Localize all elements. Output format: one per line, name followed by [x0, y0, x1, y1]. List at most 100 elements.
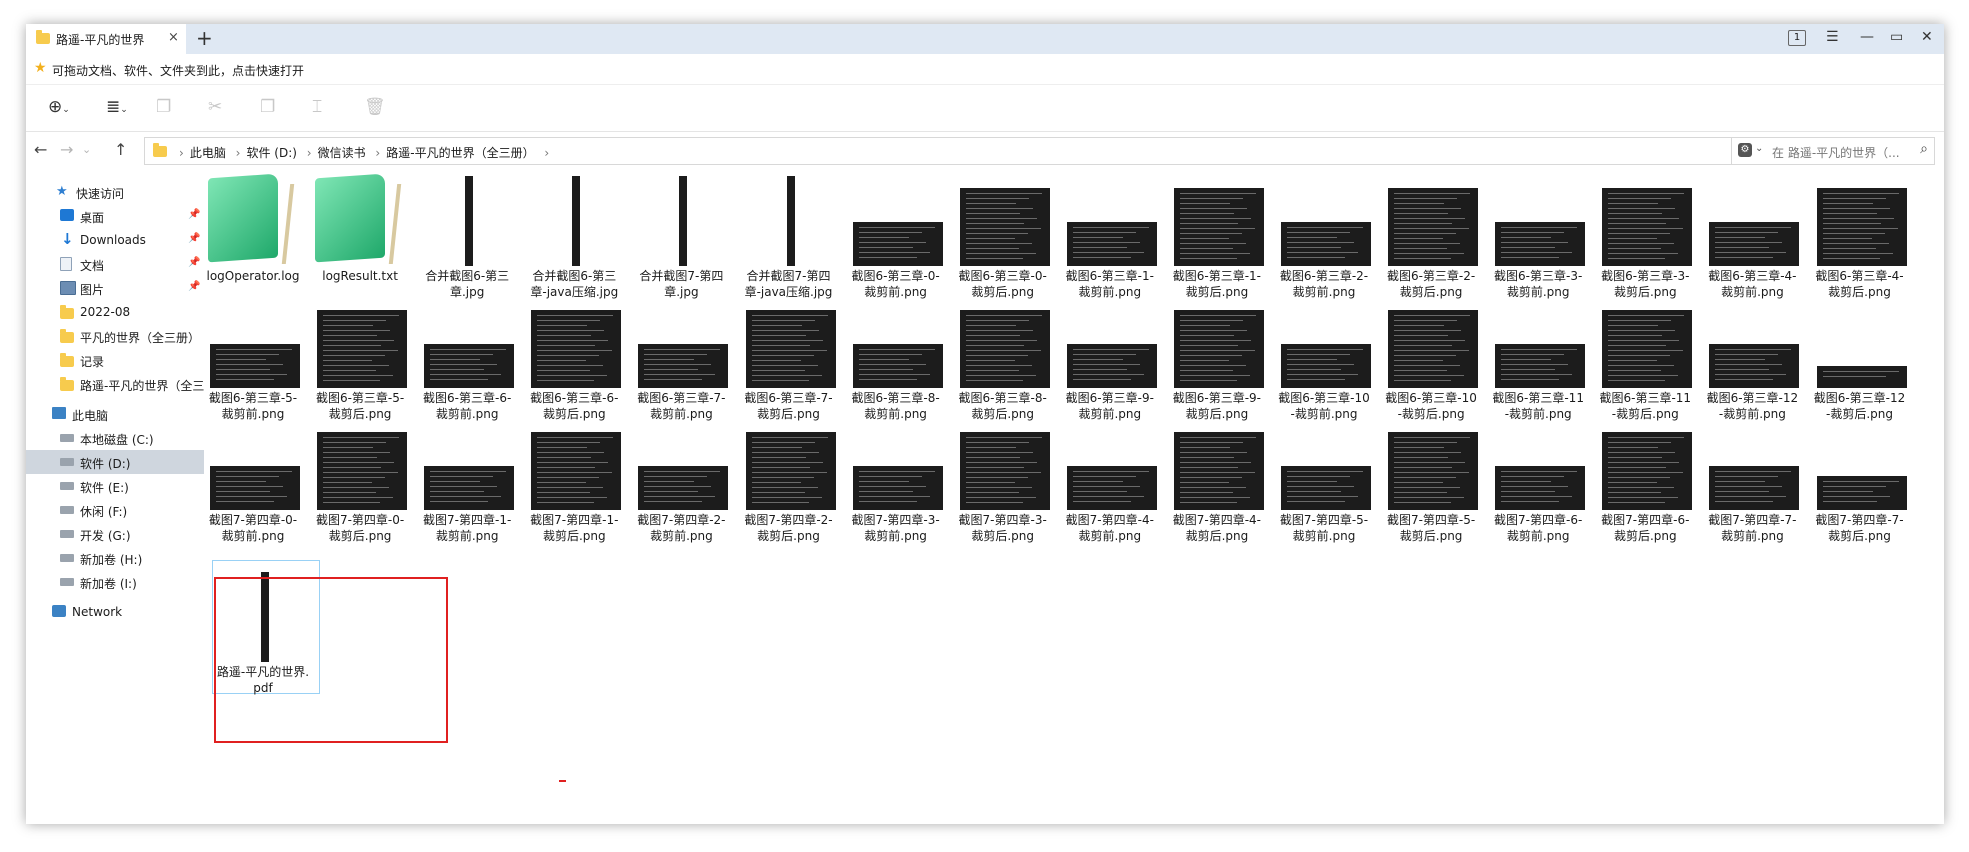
file-item[interactable]: 合并截图7-第四章.jpg	[634, 170, 728, 299]
up-arrow-icon[interactable]: ↑	[114, 140, 128, 159]
file-item[interactable]: 截图7-第四章-1-裁剪前.png	[420, 414, 515, 543]
file-item[interactable]: 截图6-第三章-9-裁剪后.png	[1170, 292, 1264, 421]
file-item[interactable]: 截图7-第四章-4-裁剪后.png	[1170, 414, 1264, 543]
delete-icon[interactable]: 🗑	[364, 97, 386, 117]
thumbnail-text-line	[965, 325, 1016, 326]
tab-current-folder[interactable]: 路遥-平凡的世界 ×	[26, 24, 186, 54]
file-item[interactable]: 截图6-第三章-7-裁剪后.png	[742, 292, 836, 421]
file-item[interactable]: 截图7-第四章-1-裁剪后.png	[527, 414, 622, 543]
file-item[interactable]: 截图6-第三章-0-裁剪后.png	[956, 170, 1050, 299]
file-item[interactable]: 截图7-第四章-4-裁剪前.png	[1063, 414, 1157, 543]
file-item[interactable]: 截图6-第三章-11-裁剪前.png	[1491, 292, 1586, 421]
file-item[interactable]: logOperator.log	[206, 170, 300, 294]
back-arrow-icon[interactable]: ←	[34, 140, 48, 159]
file-item[interactable]: 截图6-第三章-12-裁剪后.png	[1813, 292, 1907, 421]
sidebar-item[interactable]: 此电脑	[26, 402, 204, 426]
file-item[interactable]: 合并截图7-第四章-java压缩.jpg	[742, 170, 836, 299]
sidebar-item[interactable]: 开发 (G:)	[26, 522, 204, 546]
file-item[interactable]: 截图7-第四章-0-裁剪前.png	[206, 414, 300, 543]
sidebar-item[interactable]: 休闲 (F:)	[26, 498, 204, 522]
file-item[interactable]: 截图6-第三章-1-裁剪前.png	[1063, 170, 1157, 299]
search-icon[interactable]: ⌕	[1920, 141, 1928, 157]
screenshot-thumbnail	[1709, 466, 1800, 510]
sidebar-item[interactable]: 路遥-平凡的世界（全三	[26, 372, 204, 396]
sidebar-item[interactable]: 软件 (D:)	[26, 450, 204, 474]
close-tab-icon[interactable]: ×	[168, 30, 179, 45]
breadcrumb-drive[interactable]: 软件 (D:)	[246, 146, 297, 160]
sidebar-item[interactable]: 文档📌	[26, 252, 204, 276]
file-item[interactable]: 截图6-第三章-6-裁剪前.png	[420, 292, 515, 421]
file-item[interactable]: 截图6-第三章-2-裁剪后.png	[1384, 170, 1479, 299]
breadcrumb-current[interactable]: 路遥-平凡的世界（全三册）	[386, 146, 535, 160]
sidebar-item[interactable]: 图片📌	[26, 276, 204, 300]
breadcrumb-pc[interactable]: 此电脑	[189, 146, 226, 160]
search-scope-icon[interactable]: ⚙	[1738, 143, 1752, 157]
file-item[interactable]: 截图7-第四章-3-裁剪后.png	[956, 414, 1050, 543]
file-item[interactable]: 截图6-第三章-8-裁剪前.png	[849, 292, 943, 421]
file-item[interactable]: 截图7-第四章-2-裁剪前.png	[634, 414, 729, 543]
rename-icon[interactable]: ⌶	[312, 97, 323, 117]
file-item[interactable]: 截图7-第四章-7-裁剪前.png	[1705, 414, 1800, 543]
sidebar-item[interactable]: 2022-08	[26, 300, 204, 324]
menu-icon[interactable]: ☰	[1826, 29, 1839, 45]
new-tab-button[interactable]: +	[196, 26, 213, 50]
sidebar-item[interactable]: 新加卷 (H:)	[26, 546, 204, 570]
file-item[interactable]: 截图7-第四章-2-裁剪后.png	[742, 414, 836, 543]
file-item[interactable]: 截图6-第三章-8-裁剪后.png	[956, 292, 1050, 421]
file-item[interactable]: 截图6-第三章-7-裁剪前.png	[634, 292, 729, 421]
file-item[interactable]: 截图6-第三章-3-裁剪后.png	[1598, 170, 1693, 299]
paste-icon[interactable]: ❐	[260, 97, 276, 117]
sidebar-item[interactable]: 新加卷 (I:)	[26, 570, 204, 594]
new-icon[interactable]: ⊕⌄	[48, 97, 70, 117]
file-item[interactable]: 截图6-第三章-4-裁剪前.png	[1705, 170, 1800, 299]
file-item[interactable]: 截图6-第三章-0-裁剪前.png	[849, 170, 943, 299]
sidebar-item[interactable]: 记录	[26, 348, 204, 372]
close-window-button[interactable]: ✕	[1921, 29, 1933, 45]
file-item[interactable]: 截图6-第三章-2-裁剪前.png	[1277, 170, 1371, 299]
file-item[interactable]: 截图6-第三章-10-裁剪前.png	[1277, 292, 1371, 421]
sidebar-item[interactable]: 桌面📌	[26, 204, 204, 228]
file-item[interactable]: 路遥-平凡的世界.pdf	[212, 560, 320, 695]
file-item[interactable]: 截图7-第四章-5-裁剪后.png	[1384, 414, 1479, 543]
file-item[interactable]: 截图6-第三章-5-裁剪前.png	[206, 292, 300, 421]
file-item[interactable]: 截图7-第四章-6-裁剪前.png	[1491, 414, 1586, 543]
file-item[interactable]: 截图7-第四章-5-裁剪前.png	[1277, 414, 1371, 543]
address-bar[interactable]: ›此电脑 ›软件 (D:) ›微信读书 ›路遥-平凡的世界（全三册） › ⌄ ↻	[144, 137, 1778, 165]
file-item[interactable]: 截图7-第四章-7-裁剪后.png	[1813, 414, 1907, 543]
file-item[interactable]: 截图6-第三章-11-裁剪后.png	[1598, 292, 1693, 421]
file-item[interactable]: 合并截图6-第三章.jpg	[420, 170, 514, 299]
view-icon[interactable]: ≣⌄	[106, 97, 128, 117]
sidebar-item[interactable]: Network	[26, 600, 204, 624]
file-item[interactable]: 截图7-第四章-6-裁剪后.png	[1598, 414, 1693, 543]
thumbnail-text-line	[537, 350, 613, 351]
search-box[interactable]: ⚙ ⌄ 在 路遥-平凡的世界（... ⌕	[1731, 137, 1935, 165]
file-item[interactable]: 截图6-第三章-5-裁剪后.png	[313, 292, 408, 421]
tab-count-badge[interactable]: 1	[1788, 30, 1806, 46]
file-item[interactable]: 合并截图6-第三章-java压缩.jpg	[527, 170, 621, 299]
chevron-down-icon[interactable]: ⌄	[1755, 143, 1764, 154]
file-item[interactable]: 截图6-第三章-9-裁剪前.png	[1063, 292, 1157, 421]
file-item[interactable]: 截图7-第四章-3-裁剪前.png	[849, 414, 943, 543]
minimize-button[interactable]: —	[1860, 29, 1874, 45]
sidebar-item[interactable]: ↓Downloads📌	[26, 228, 204, 252]
file-item[interactable]: 截图7-第四章-0-裁剪后.png	[313, 414, 408, 543]
file-item[interactable]: 截图6-第三章-6-裁剪后.png	[527, 292, 622, 421]
file-item[interactable]: 截图6-第三章-1-裁剪后.png	[1170, 170, 1264, 299]
sidebar-item[interactable]: 本地磁盘 (C:)	[26, 426, 204, 450]
cut-icon[interactable]: ✂	[208, 97, 223, 117]
file-item[interactable]: 截图6-第三章-4-裁剪后.png	[1813, 170, 1907, 299]
sidebar-item[interactable]: 软件 (E:)	[26, 474, 204, 498]
file-item[interactable]: 截图6-第三章-3-裁剪前.png	[1491, 170, 1586, 299]
file-item[interactable]: logResult.txt	[313, 170, 407, 294]
sidebar-item[interactable]: ★快速访问	[26, 180, 204, 204]
thumbnail-text-line	[965, 258, 1023, 259]
file-item[interactable]: 截图6-第三章-10-裁剪后.png	[1384, 292, 1479, 421]
history-chevron-icon[interactable]: ⌄	[82, 143, 92, 156]
file-item[interactable]: 截图6-第三章-12-裁剪前.png	[1705, 292, 1800, 421]
restore-button[interactable]: ▭	[1890, 29, 1904, 45]
thumbnail-text-line	[1715, 237, 1766, 238]
forward-arrow-icon[interactable]: →	[60, 140, 74, 159]
copy-icon[interactable]: ❐	[156, 97, 172, 117]
breadcrumb-folder[interactable]: 微信读书	[317, 146, 366, 160]
sidebar-item[interactable]: 平凡的世界（全三册）	[26, 324, 204, 348]
